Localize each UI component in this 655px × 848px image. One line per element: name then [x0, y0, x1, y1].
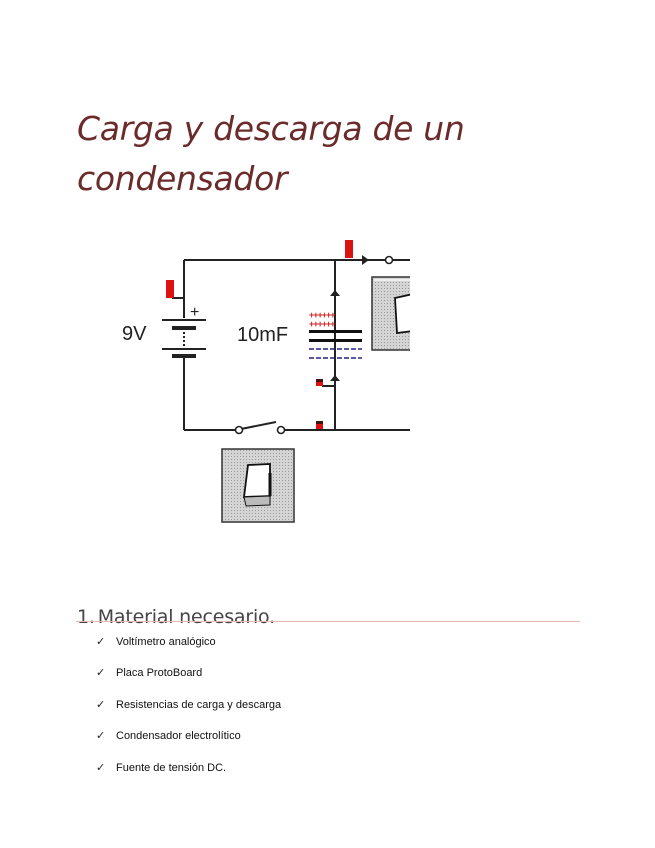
- battery-icon: +: [162, 304, 206, 358]
- svg-text:++++++: ++++++: [309, 310, 335, 320]
- page-title: Carga y descarga de un condensador: [77, 104, 577, 204]
- switch-contacts: [234, 255, 394, 435]
- checkmark-icon: ✓: [96, 730, 106, 743]
- current-arrows: [330, 255, 369, 381]
- section-heading: 1.Material necesario.: [77, 606, 275, 628]
- title-line-1: Carga y descarga de un: [77, 109, 465, 149]
- list-item-label: Placa ProtoBoard: [116, 667, 203, 680]
- checkmark-icon: ✓: [96, 635, 106, 648]
- capacitor-icon: ++++++ ++++++: [309, 310, 362, 359]
- svg-text:++++++: ++++++: [309, 319, 335, 329]
- capacitor-label: 10mF: [237, 324, 288, 346]
- heading-underline: [76, 621, 580, 622]
- section-title: Material necesario.: [97, 605, 275, 628]
- list-item-label: Condensador electrolítico: [116, 730, 241, 743]
- checkmark-icon: ✓: [96, 698, 106, 711]
- list-item-label: Resistencias de carga y descarga: [116, 698, 282, 711]
- circuit-diagram: + 9V ++++++ ++++++ 10mF: [122, 240, 410, 523]
- section-number: 1.: [77, 605, 95, 628]
- list-item-label: Voltímetro analógico: [116, 635, 216, 648]
- list-item: ✓ Condensador electrolítico: [96, 721, 281, 753]
- list-item: ✓ Fuente de tensión DC.: [96, 752, 281, 784]
- list-item-label: Fuente de tensión DC.: [116, 761, 227, 774]
- list-item: ✓ Resistencias de carga y descarga: [96, 689, 281, 721]
- wires: [172, 259, 410, 431]
- checkmark-icon: ✓: [96, 761, 106, 774]
- battery-label: 9V: [122, 323, 147, 345]
- materials-list: ✓ Voltímetro analógico ✓ Placa ProtoBoar…: [96, 626, 281, 784]
- probe-markers: [166, 240, 353, 429]
- list-item: ✓ Placa ProtoBoard: [96, 658, 281, 690]
- checkmark-icon: ✓: [96, 667, 106, 680]
- list-item: ✓ Voltímetro analógico: [96, 626, 281, 658]
- toggle-switch-bottom: [221, 448, 295, 523]
- title-line-2: condensador: [77, 159, 288, 199]
- toggle-switch-top: [371, 276, 410, 351]
- svg-text:+: +: [190, 304, 199, 321]
